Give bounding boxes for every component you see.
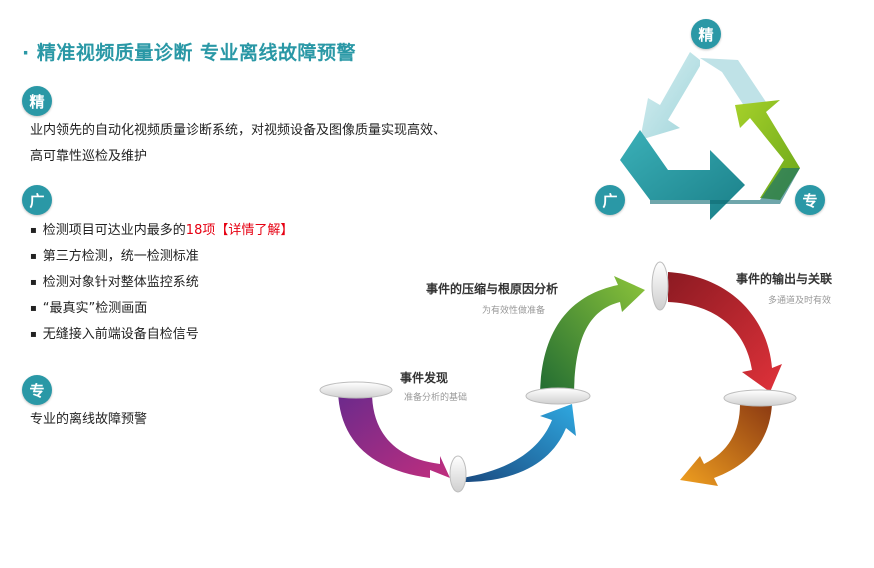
badge-zhuan: 专 <box>22 375 52 405</box>
cycle-badge-right: 专 <box>795 185 825 215</box>
flow-arrow-blue <box>462 404 576 482</box>
step3-title: 事件的输出与关联 <box>736 271 832 286</box>
flow-arrow-red <box>668 272 782 392</box>
cycle-arrow-lime <box>735 100 800 200</box>
flow-arrow-green <box>540 276 645 398</box>
jing-line-1: 业内领先的自动化视频质量诊断系统，对视频设备及图像质量实现高效、 <box>30 123 447 138</box>
flow-disc-center <box>525 387 591 405</box>
badge-guang: 广 <box>22 185 52 215</box>
cycle-band-light <box>700 58 770 118</box>
flow-disc-right <box>723 389 797 407</box>
step2-subtitle: 为有效性做准备 <box>482 304 545 316</box>
jing-description: 业内领先的自动化视频质量诊断系统，对视频设备及图像质量实现高效、 高可靠性巡检及… <box>30 118 446 170</box>
step3-subtitle: 多通道及时有效 <box>768 294 831 306</box>
cycle-badge-left: 广 <box>595 185 625 215</box>
cycle-badge-top: 精 <box>691 19 721 49</box>
page-title: · 精准视频质量诊断 专业离线故障预警 <box>22 42 356 64</box>
cycle-arrow-light <box>640 52 700 140</box>
step1-title: 事件发现 <box>400 370 448 385</box>
bullet-item: 无缝接入前端设备自检信号 <box>30 322 293 348</box>
bullet-item: “最真实”检测画面 <box>30 296 293 322</box>
step2-title: 事件的压缩与根原因分析 <box>426 281 558 296</box>
flow-disc-bottom <box>449 455 467 493</box>
zhuan-description: 专业的离线故障预警 <box>30 407 147 433</box>
bullet-item: 第三方检测，统一检测标准 <box>30 244 293 270</box>
bullet-1-text: 检测项目可达业内最多的 <box>42 223 186 238</box>
guang-bullet-list: 检测项目可达业内最多的18项【详情了解】 第三方检测，统一检测标准 检测对象针对… <box>30 218 294 348</box>
bullet-1-number: 18项 <box>185 223 216 238</box>
flow-arrow-orange <box>680 404 772 486</box>
details-link[interactable]: 【详情了解】 <box>215 223 294 238</box>
flow-disc-top <box>651 261 669 311</box>
zhuan-line-1: 专业的离线故障预警 <box>30 412 148 427</box>
flow-disc-left <box>319 381 393 399</box>
cycle-arrow-teal <box>620 130 745 220</box>
flow-arrow-purple <box>338 392 450 478</box>
bullet-item: 检测对象针对整体监控系统 <box>30 270 293 296</box>
cycle-band-teal <box>650 168 800 204</box>
badge-jing: 精 <box>22 86 52 116</box>
step1-subtitle: 准备分析的基础 <box>404 391 467 403</box>
bullet-item: 检测项目可达业内最多的18项【详情了解】 <box>30 218 294 244</box>
jing-line-2: 高可靠性巡检及维护 <box>30 149 148 164</box>
